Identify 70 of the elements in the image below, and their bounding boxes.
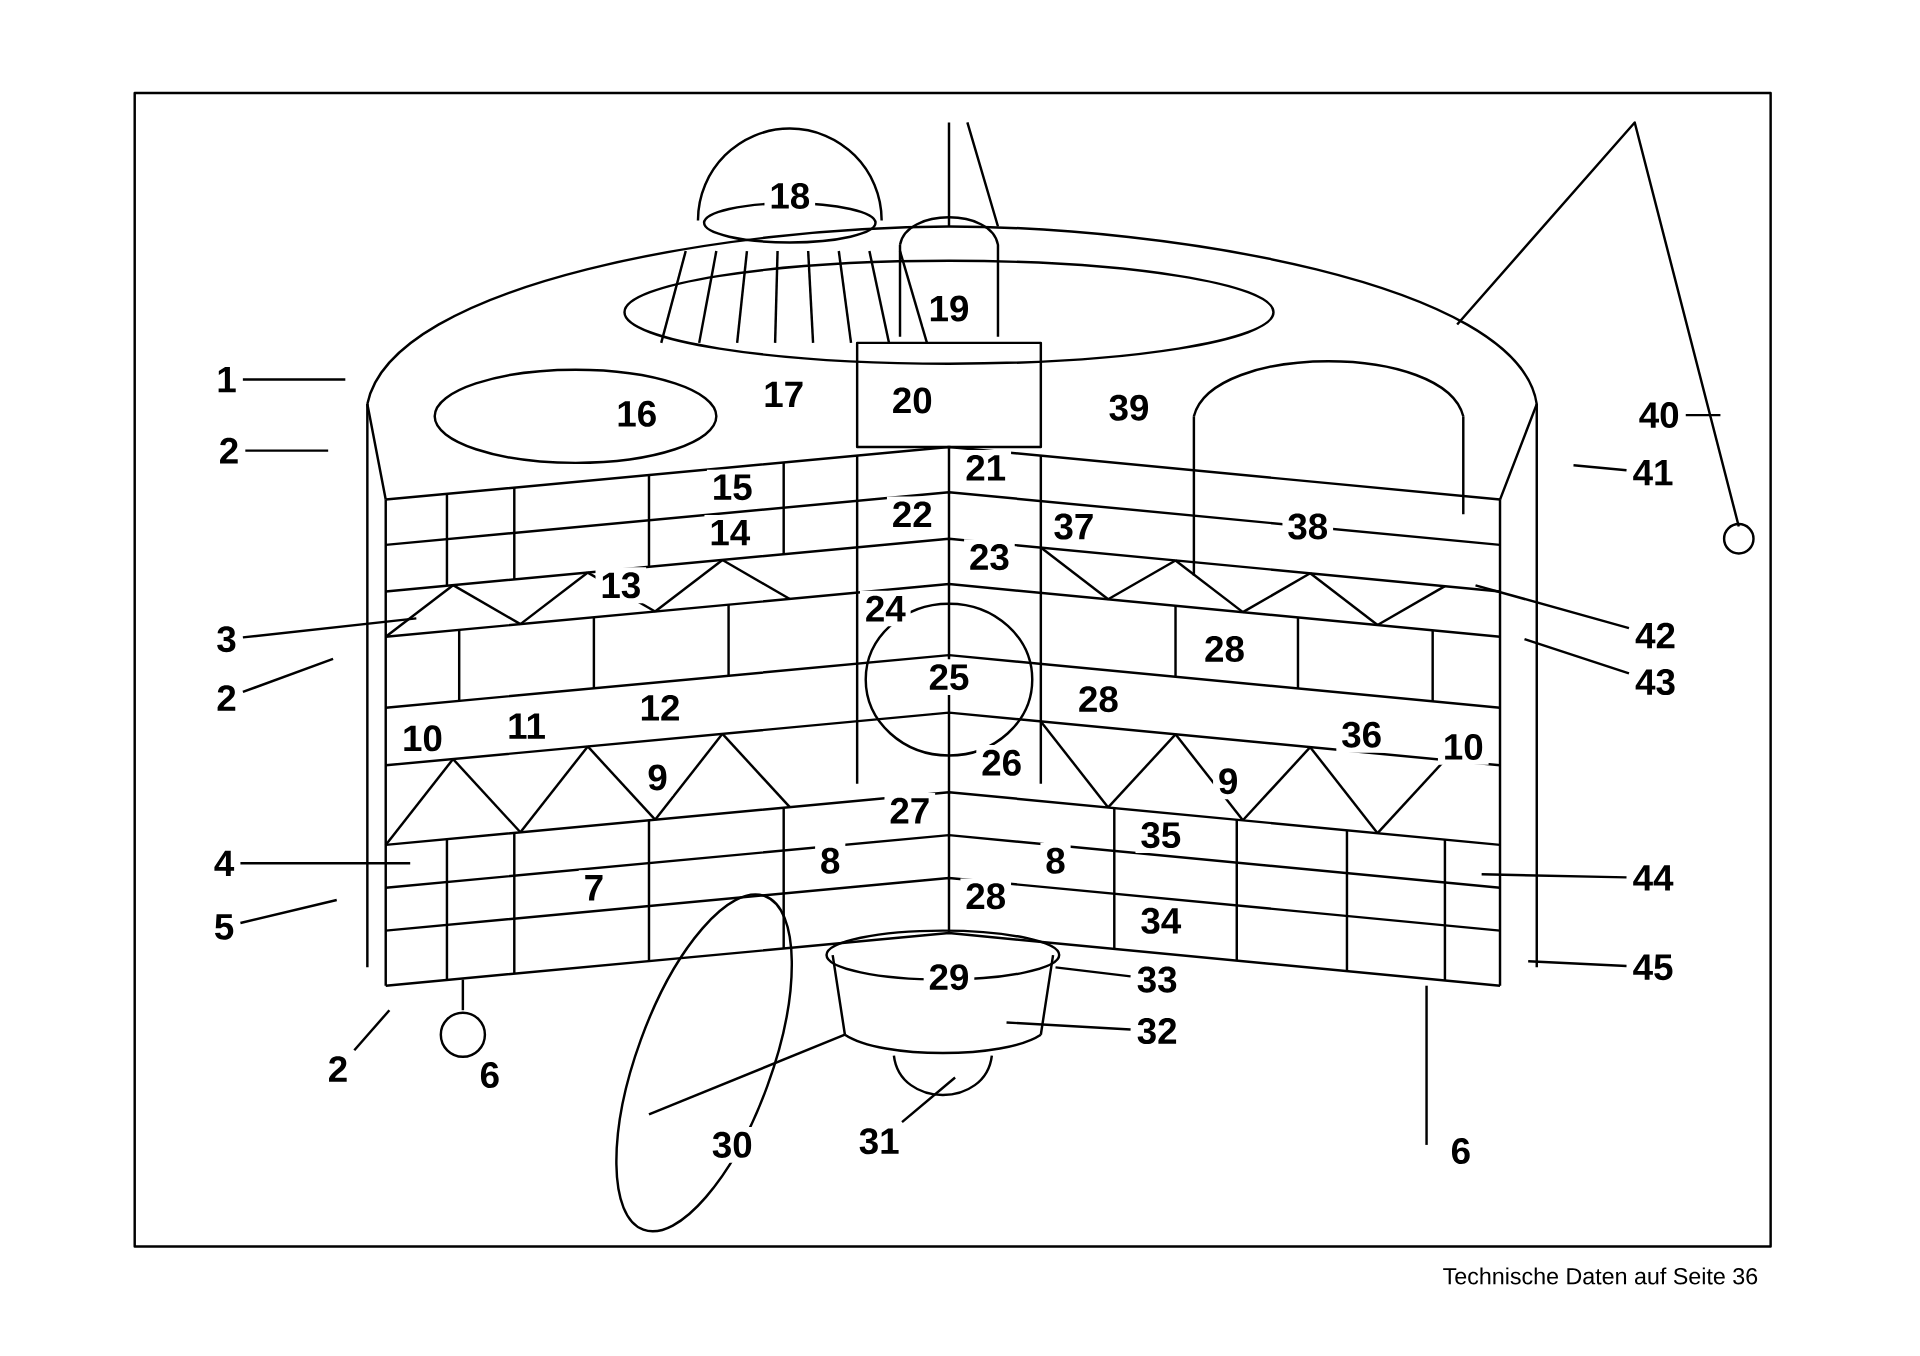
leader-line xyxy=(1685,414,1721,417)
callout-number: 39 xyxy=(1103,390,1155,426)
callout-number: 32 xyxy=(1137,1018,1177,1045)
leader-line xyxy=(1055,966,1131,978)
callout-number: 2 xyxy=(220,438,238,464)
callout-number: 11 xyxy=(502,708,551,744)
callout-number: 17 xyxy=(758,377,809,413)
callout-number: 27 xyxy=(884,793,936,829)
callout-number: 30 xyxy=(706,1127,758,1164)
callout-number: 19 xyxy=(923,290,975,327)
callout-number: 35 xyxy=(1135,817,1187,854)
leader-line xyxy=(1528,960,1627,968)
callout-number: 40 xyxy=(1639,402,1679,429)
leader-line xyxy=(1475,584,1630,630)
callout-number: 23 xyxy=(964,539,1015,576)
leader-line xyxy=(242,657,334,694)
callout-number: 41 xyxy=(1633,460,1673,486)
callout-number: 12 xyxy=(634,690,686,726)
callout-number: 5 xyxy=(215,914,234,940)
callout-number: 6 xyxy=(1445,1133,1476,1170)
callout-number: 20 xyxy=(886,382,938,419)
callout-number: 21 xyxy=(960,450,1012,486)
callout-number: 8 xyxy=(815,843,846,879)
callout-number: 7 xyxy=(578,870,609,906)
callout-number: 36 xyxy=(1336,717,1387,753)
callout-number: 1 xyxy=(218,367,236,393)
leader-line xyxy=(353,1009,391,1052)
callout-number: 15 xyxy=(706,469,758,506)
callout-number: 38 xyxy=(1282,508,1334,545)
callout-number: 10 xyxy=(1437,729,1489,766)
caption-text: Technische Daten auf Seite 36 xyxy=(1443,1267,1758,1285)
callout-number: 29 xyxy=(923,959,975,996)
leader-line xyxy=(242,617,417,639)
callout-number: 18 xyxy=(764,178,816,215)
callout-number: 24 xyxy=(860,591,911,627)
callout-number: 14 xyxy=(704,515,756,551)
leader-line xyxy=(1524,638,1630,675)
callout-number: 28 xyxy=(960,878,1012,915)
leader-line xyxy=(242,378,346,382)
callout-number: 44 xyxy=(1633,865,1674,891)
callout-number: 31 xyxy=(859,1128,899,1155)
callout-number: 4 xyxy=(214,850,235,877)
callout-number: 37 xyxy=(1048,508,1100,545)
callout-number: 9 xyxy=(1213,763,1244,800)
callout-number: 10 xyxy=(397,720,448,757)
callout-number: 28 xyxy=(1199,631,1250,668)
callout-number: 28 xyxy=(1073,681,1124,718)
leader-line xyxy=(245,449,329,453)
callout-number: 22 xyxy=(886,496,938,533)
callout-number: 45 xyxy=(1633,954,1673,981)
leader-line xyxy=(240,899,338,925)
callout-number: 9 xyxy=(642,759,673,796)
leader-line xyxy=(901,1076,956,1124)
callout-number: 26 xyxy=(976,745,1027,781)
callout-number: 34 xyxy=(1135,903,1187,939)
callout-number: 42 xyxy=(1635,622,1675,649)
leader-line xyxy=(1573,464,1627,472)
callout-number: 13 xyxy=(595,567,647,604)
callout-number: 43 xyxy=(1635,669,1675,696)
leader-line xyxy=(1481,873,1627,879)
callout-number: 16 xyxy=(611,396,663,433)
callout-number: 8 xyxy=(1040,843,1071,879)
callout-number: 33 xyxy=(1137,966,1177,993)
callout-number: 2 xyxy=(217,685,236,712)
leader-line xyxy=(240,862,411,865)
callout-number: 3 xyxy=(217,626,236,653)
callout-number: 25 xyxy=(923,659,975,696)
callout-number: 6 xyxy=(474,1057,505,1094)
callout-number: 2 xyxy=(329,1056,347,1083)
leader-line xyxy=(1006,1021,1131,1031)
